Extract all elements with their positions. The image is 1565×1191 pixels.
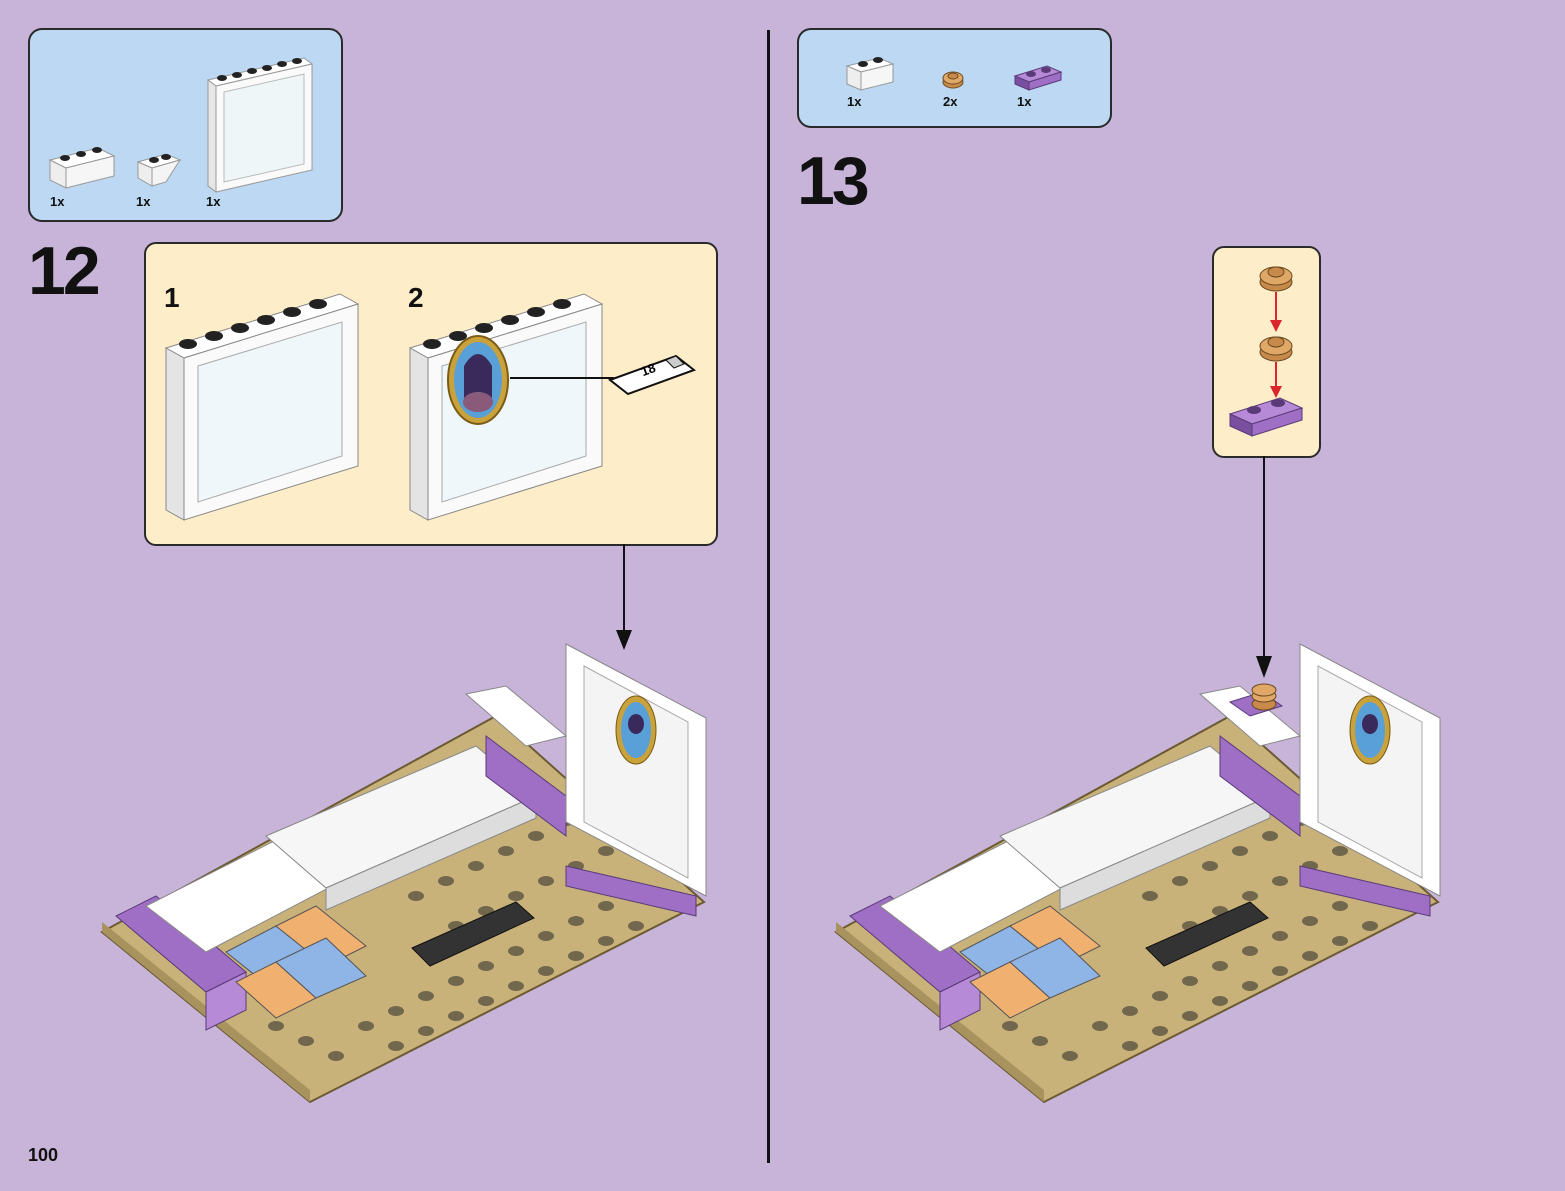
lavender-plate-icon	[1013, 62, 1065, 92]
step-number: 12	[28, 232, 98, 310]
model-assembly	[830, 626, 1450, 1106]
part-qty: 1x	[136, 194, 150, 209]
window-panel-icon	[162, 280, 362, 525]
substep-box: 1 2 18	[144, 242, 718, 546]
page-divider	[767, 30, 770, 1163]
step-number: 13	[797, 142, 867, 220]
window-panel-icon	[206, 56, 316, 196]
page-number: 100	[28, 1145, 58, 1166]
part-qty: 1x	[1017, 94, 1031, 109]
white-brick-icon	[48, 138, 118, 190]
part-qty: 1x	[50, 194, 64, 209]
part-qty: 1x	[847, 94, 861, 109]
white-slope-icon	[136, 148, 188, 190]
stacking-diagram	[1224, 260, 1312, 446]
substep-box	[1212, 246, 1321, 458]
white-brick-icon	[845, 50, 897, 92]
part-qty: 2x	[943, 94, 957, 109]
part-qty: 1x	[206, 194, 220, 209]
window-panel-with-portrait-icon	[406, 280, 706, 525]
model-assembly	[96, 626, 716, 1106]
step12-parts-box: 1x 1x 1x	[28, 28, 343, 222]
tan-round-plate-icon	[941, 68, 965, 92]
step13-parts-box: 1x 2x 1x	[797, 28, 1112, 128]
